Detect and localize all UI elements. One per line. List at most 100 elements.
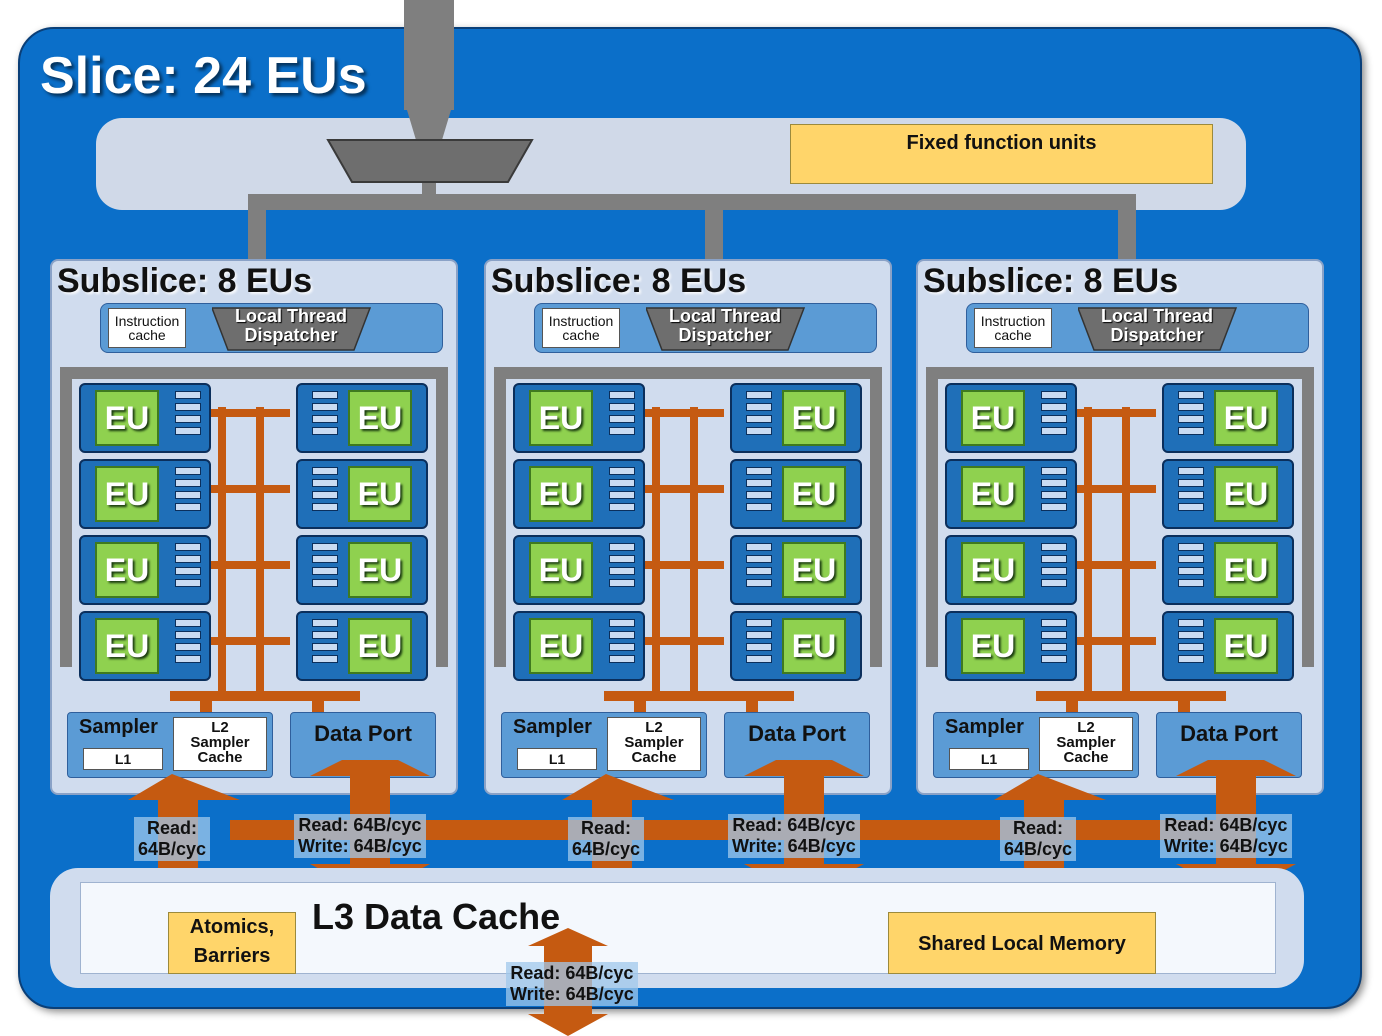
eu-databus-horizontal [1036, 691, 1226, 701]
eu: EU [945, 535, 1077, 605]
dataport-write-bw: Write: 64B/cyc [732, 836, 856, 856]
dispatch-drop-2 [705, 194, 723, 264]
eu-register [1178, 643, 1204, 651]
dataport-read-bw: Read: 64B/cyc [1164, 815, 1288, 835]
eu: EU [730, 535, 862, 605]
eu-register [746, 543, 772, 551]
eu-register-file [175, 391, 201, 447]
eu-register-file [312, 543, 338, 599]
eu-core: EU [782, 466, 846, 522]
eu-row-bus-2 [634, 485, 724, 493]
eu-register [1178, 655, 1204, 663]
l2-line: Sampler [190, 734, 250, 751]
eu-row-bus-4 [634, 637, 724, 645]
l2-line: L2 [1077, 719, 1095, 736]
eu-register-file [175, 467, 201, 523]
eu-register-file [312, 619, 338, 675]
eu-core: EU [348, 390, 412, 446]
local-thread-dispatcher-shape [212, 307, 372, 351]
eu-register [312, 579, 338, 587]
eu-register [609, 619, 635, 627]
sampler-read-label: Read: [581, 818, 632, 838]
eu-dispatch-bus-left [60, 367, 72, 667]
eu-databus-vertical-1 [1084, 407, 1092, 697]
eu-register [746, 427, 772, 435]
sampler-bandwidth: Read:64B/cyc [134, 817, 211, 861]
eu-register [746, 567, 772, 575]
eu: EU [945, 459, 1077, 529]
eu-core: EU [348, 618, 412, 674]
top-dispatch-bus [404, 0, 454, 110]
atomics-line-1: Atomics, [189, 916, 275, 938]
eu-core: EU [1214, 466, 1278, 522]
eu-register [312, 631, 338, 639]
eu-register [312, 403, 338, 411]
eu-register-file [609, 391, 635, 447]
eu-core: EU [95, 390, 159, 446]
eu-register [1041, 555, 1067, 563]
eu-register [312, 555, 338, 563]
eu: EU [79, 459, 211, 529]
eu-register [1041, 643, 1067, 651]
eu-register [175, 655, 201, 663]
eu-register [746, 467, 772, 475]
eu-register [175, 631, 201, 639]
eu-register [1178, 403, 1204, 411]
eu-databus-vertical-1 [652, 407, 660, 697]
eu: EU [296, 611, 428, 681]
eu-register-file [1178, 467, 1204, 523]
eu-row-bus-3 [1066, 561, 1156, 569]
atomics-barriers: Atomics, Barriers [168, 912, 296, 974]
eu-register [1178, 555, 1204, 563]
eu-register-file [609, 467, 635, 523]
eu: EU [296, 459, 428, 529]
eu-register [175, 467, 201, 475]
eu-register [746, 655, 772, 663]
sampler-bandwidth: Read:64B/cyc [1000, 817, 1077, 861]
eu-register [312, 567, 338, 575]
sampler-read-value: 64B/cyc [138, 839, 207, 859]
eu-register [175, 403, 201, 411]
sampler-label: Sampler [513, 716, 592, 738]
eu-register [609, 503, 635, 511]
sampler-bandwidth: Read:64B/cyc [568, 817, 645, 861]
eu-core: EU [1214, 542, 1278, 598]
eu-register [1041, 631, 1067, 639]
eu-dispatch-bus-top [926, 367, 1314, 379]
eu-register [175, 415, 201, 423]
eu-register-file [1041, 467, 1067, 523]
eu-row-bus-4 [200, 637, 290, 645]
eu-register [1178, 491, 1204, 499]
eu-register [1178, 467, 1204, 475]
eu-core: EU [961, 618, 1025, 674]
eu-core: EU [961, 466, 1025, 522]
eu-databus-horizontal [604, 691, 794, 701]
sampler-label: Sampler [79, 716, 158, 738]
eu-register-file [1178, 391, 1204, 447]
dispatcher-trapezoid [212, 307, 372, 351]
eu-register-file [175, 619, 201, 675]
eu-register-file [746, 391, 772, 447]
eu-databus-vertical-2 [1122, 407, 1130, 697]
eu-register-file [1041, 619, 1067, 675]
eu-register [175, 391, 201, 399]
eu-dispatch-bus-top [60, 367, 448, 379]
eu-register [746, 479, 772, 487]
eu-register [609, 467, 635, 475]
icache-line-1: Instruction [980, 313, 1046, 329]
subslice-wiring [926, 367, 1314, 717]
subslice-wiring [60, 367, 448, 717]
subslice-title: Subslice: 8 EUs [491, 262, 747, 300]
eu-register [312, 427, 338, 435]
eu-register [312, 491, 338, 499]
eu-dispatch-bus-left [926, 367, 938, 667]
eu-register [746, 415, 772, 423]
eu-register [312, 479, 338, 487]
eu-register [175, 567, 201, 575]
ltd-line-2: Dispatcher [678, 325, 772, 345]
eu-register [1041, 543, 1067, 551]
